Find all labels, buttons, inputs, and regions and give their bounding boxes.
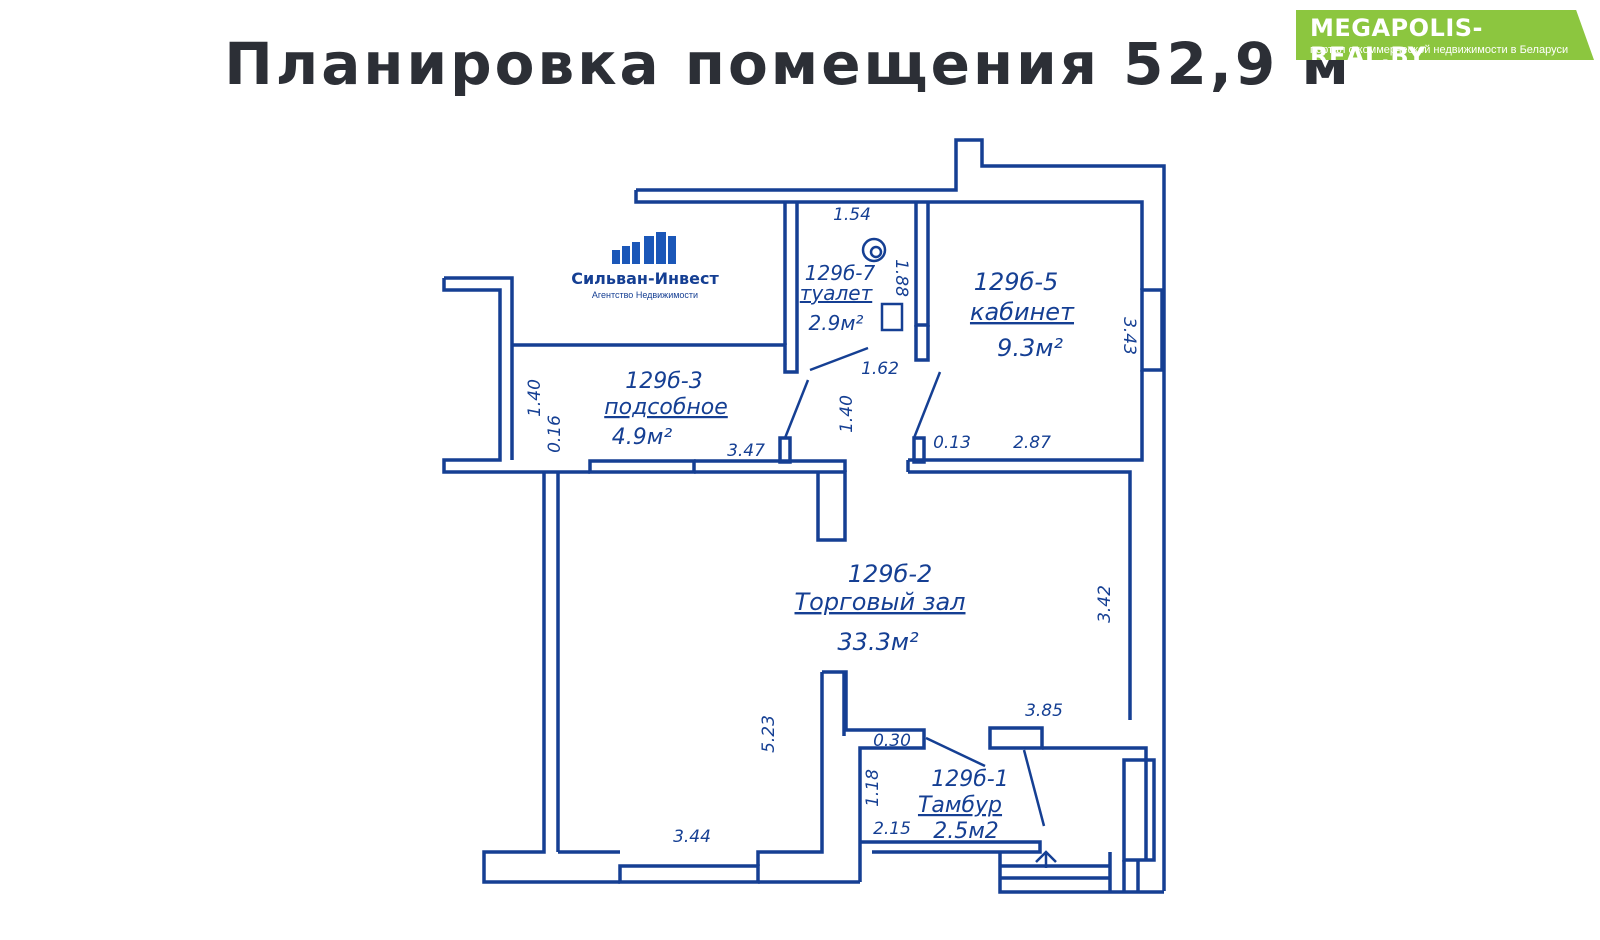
- megapolis-badge[interactable]: MEGAPOLIS-REAL.BY портал о коммерческой …: [1296, 10, 1594, 60]
- agency-logo: Сильван-Инвест Агентство Недвижимости: [571, 232, 720, 300]
- dim-label: 3.85: [1025, 701, 1063, 721]
- badge-site-name: MEGAPOLIS-REAL.BY: [1310, 14, 1484, 70]
- dim-label: 1.40: [837, 395, 857, 433]
- room-toilet-name: туалет: [800, 281, 874, 305]
- dim-label: 1.40: [525, 379, 545, 417]
- room-storage-code: 129б-3: [625, 369, 703, 394]
- dim-label: 3.47: [727, 441, 765, 461]
- dim-label: 3.42: [1095, 585, 1115, 623]
- dim-label: 5.23: [759, 715, 779, 753]
- room-storage-area: 4.9м²: [612, 425, 673, 450]
- room-hall-name: Торговый зал: [795, 588, 966, 616]
- room-storage-name: подсобное: [604, 395, 728, 420]
- dim-label: 3.44: [673, 827, 711, 847]
- dim-label: 1.18: [863, 769, 883, 807]
- room-hall-code: 129б-2: [848, 560, 933, 588]
- door-swings: [783, 346, 1057, 868]
- agency-name: Сильван-Инвест: [571, 269, 719, 288]
- dim-label: 1.62: [861, 359, 899, 379]
- dim-label: 0.16: [545, 415, 565, 453]
- agency-subtitle: Агентство Недвижимости: [592, 290, 698, 300]
- dim-label: 1.88: [891, 259, 911, 297]
- room-vestibule-name: Тамбур: [918, 793, 1002, 818]
- walls: [442, 138, 1166, 894]
- dim-label: 1.54: [833, 205, 871, 225]
- room-office-code: 129б-5: [974, 268, 1059, 296]
- building-icon: [612, 232, 676, 264]
- dim-label: 2.87: [1013, 433, 1051, 453]
- page-title: Планировка помещения 52,9 м2: [224, 30, 1373, 98]
- dim-label: 2.15: [873, 819, 911, 839]
- dim-label: 0.30: [873, 731, 911, 751]
- dim-label: 3.43: [1119, 317, 1139, 355]
- room-office-name: кабинет: [970, 298, 1075, 326]
- room-vestibule-area: 2.5м2: [933, 819, 999, 844]
- toilet-fixtures: [861, 237, 904, 332]
- room-office-area: 9.3м²: [997, 334, 1063, 362]
- room-toilet-area: 2.9м²: [809, 311, 864, 335]
- room-toilet-code: 129б-7: [805, 261, 876, 285]
- room-hall-area: 33.3м²: [837, 628, 919, 656]
- badge-tagline: портал о коммерческой недвижимости в Бел…: [1310, 44, 1569, 56]
- room-vestibule-code: 129б-1: [931, 767, 1009, 792]
- dim-label: 0.13: [933, 433, 971, 453]
